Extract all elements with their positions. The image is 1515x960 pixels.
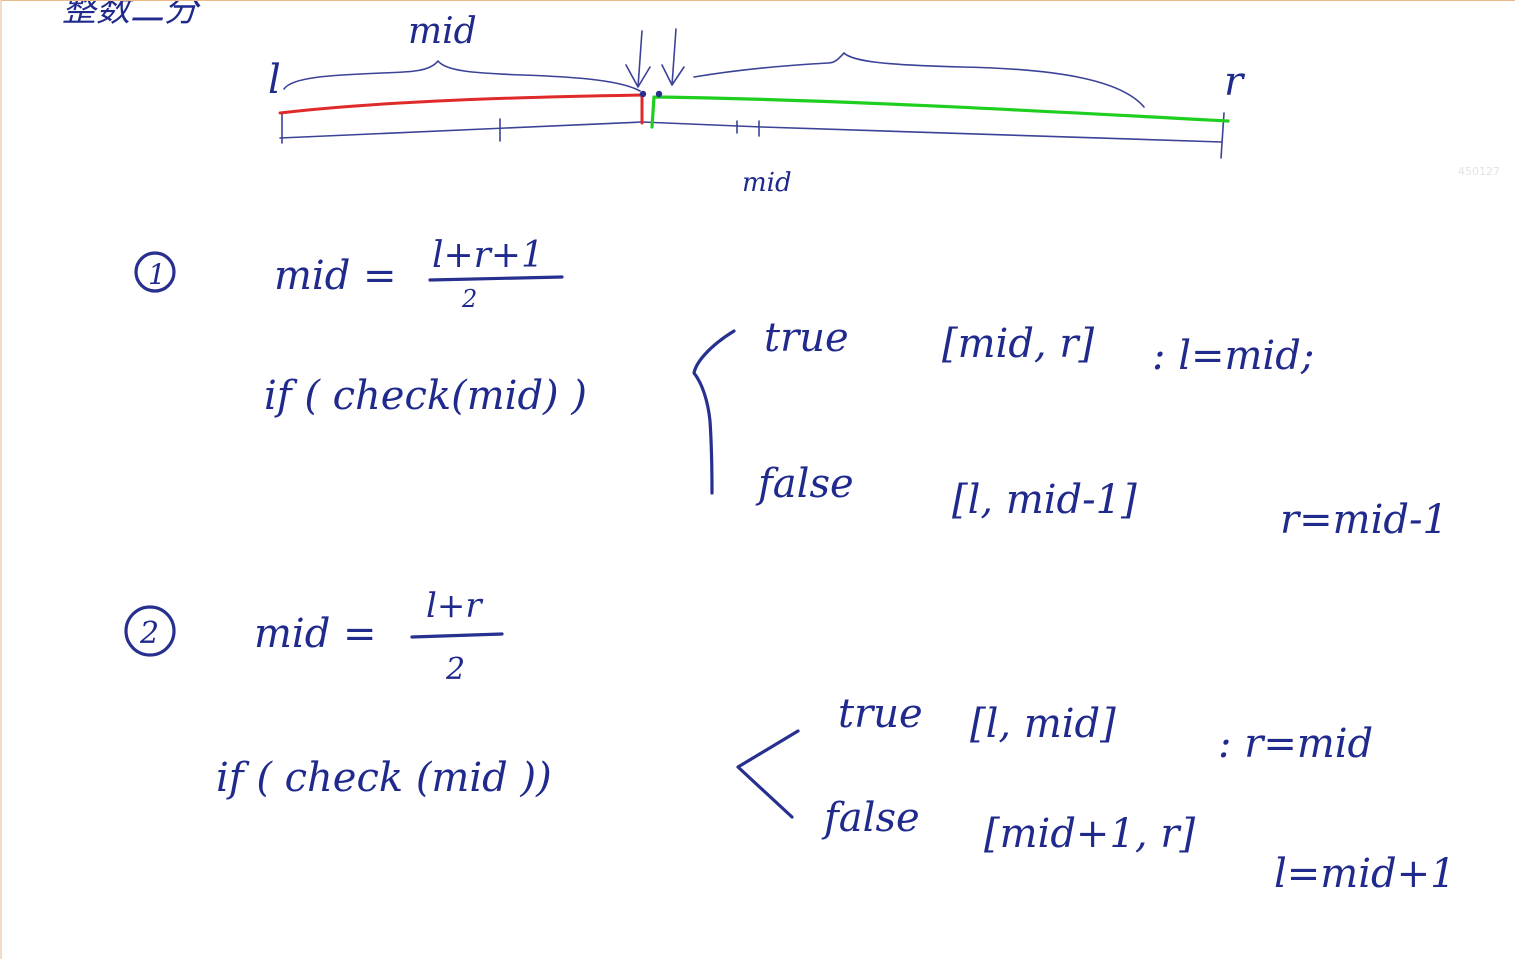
case2-if-line: if ( check (mid )) (216, 755, 552, 801)
header-text: 整数二分 (62, 1, 201, 30)
case1-mid-numerator: l+r+1 (432, 235, 544, 276)
case1-if-line: if ( check(mid) ) (264, 373, 587, 419)
case2-bracket (736, 729, 800, 819)
boundary-dot-right (655, 90, 663, 98)
case2-mid-prefix: mid = (254, 611, 377, 657)
case1-true-action: : l=mid; (1152, 333, 1314, 379)
number-line-axis (279, 121, 1223, 143)
brace-left (283, 60, 641, 92)
case-one: 1 mid = l+r+1 2 if ( check(mid) ) true [… (134, 235, 1448, 543)
case2-badge-number: 2 (139, 616, 159, 651)
case1-true-label: true (764, 315, 849, 361)
case1-false-action: r=mid-1 (1280, 497, 1448, 543)
number-line: l r mid mid (268, 11, 1246, 198)
case2-badge-circle (124, 605, 176, 657)
label-mid-bottom: mid (742, 168, 792, 198)
case1-false-label: false (755, 461, 854, 507)
label-mid-top: mid (408, 11, 477, 52)
label-l: l (268, 57, 281, 103)
case1-mid-prefix: mid = (274, 253, 397, 299)
case2-true-action: : r=mid (1218, 721, 1373, 767)
case2-false-range: [mid+1, r] (984, 811, 1195, 857)
case2-true-range: [l, mid] (970, 701, 1116, 747)
red-segment (278, 93, 644, 125)
case1-fraction-bar (428, 275, 564, 282)
case1-false-range: [l, mid-1] (952, 477, 1137, 523)
green-segment (650, 95, 1230, 129)
case2-true-label: true (838, 691, 923, 737)
case1-badge-number: 1 (148, 258, 166, 291)
case1-badge-circle (134, 251, 176, 293)
watermark: 450127 (1458, 165, 1500, 178)
boundary-dot-left (639, 90, 647, 98)
case1-true-range: [mid, r] (942, 321, 1094, 367)
case-two: 2 mid = l+r 2 if ( check (mid )) true [l… (124, 586, 1456, 897)
case2-fraction-bar (410, 632, 504, 639)
case2-false-label: false (821, 795, 920, 841)
brace-right (693, 52, 1145, 108)
case1-bracket (692, 329, 736, 495)
down-arrow-right (661, 28, 685, 86)
case2-mid-numerator: l+r (426, 586, 483, 626)
case1-mid-denominator: 2 (461, 285, 477, 313)
down-arrow-left (625, 30, 651, 88)
case2-mid-denominator: 2 (445, 652, 465, 687)
label-r: r (1224, 59, 1246, 105)
case2-false-action: l=mid+1 (1274, 851, 1456, 897)
